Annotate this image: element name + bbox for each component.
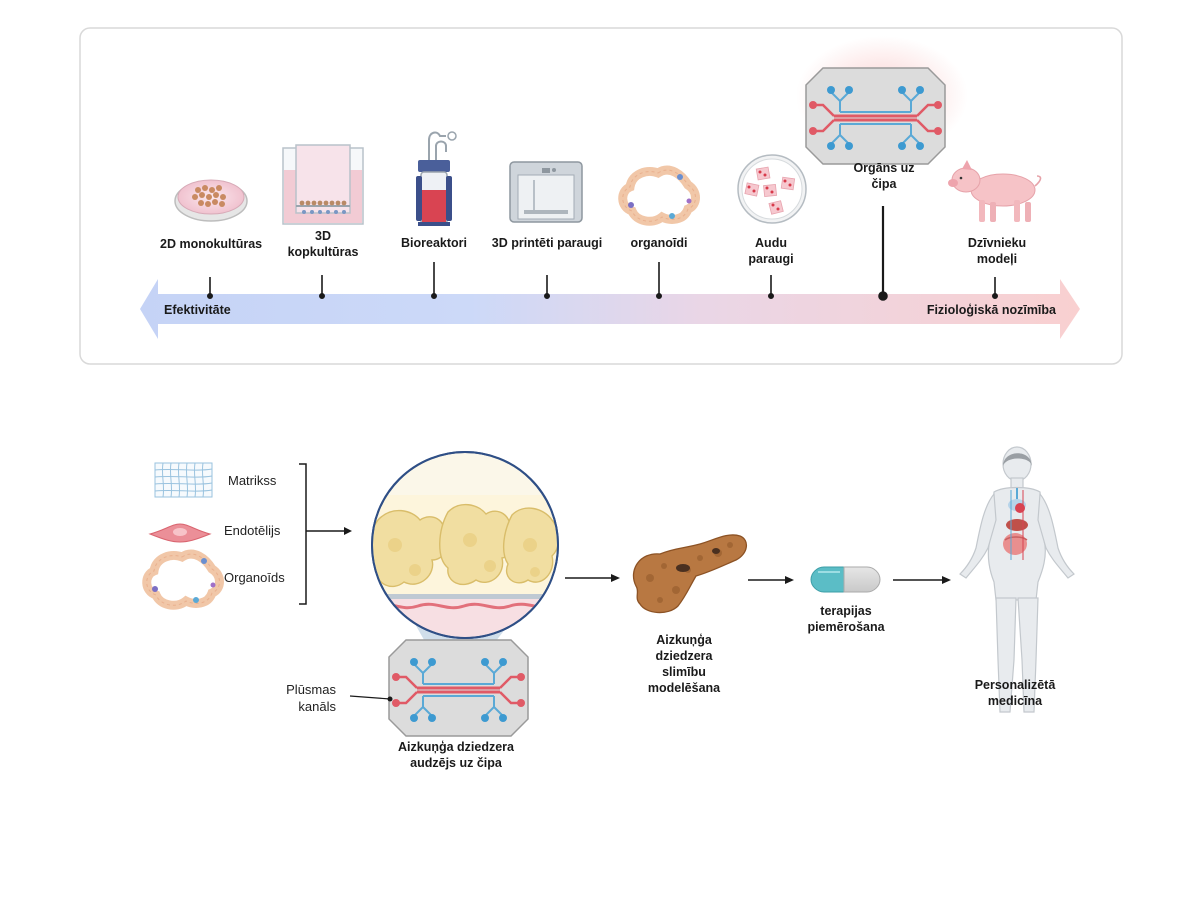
pill-icon	[810, 566, 881, 593]
label-organoids: organoīdi	[630, 236, 688, 250]
label-efficiency: Efektivitāte	[164, 303, 231, 317]
disease-modeling-caption: Aizkuņģa dziedzera slimību modelēšana	[647, 633, 721, 695]
label-bioreactors: Bioreaktori	[401, 236, 467, 250]
efficiency-relevance-arrow	[140, 279, 1080, 339]
timeline-ticks	[207, 206, 998, 301]
organ-on-chip-icon	[804, 66, 947, 166]
pig-icon	[948, 160, 1042, 222]
tumor-on-chip-icon	[387, 638, 530, 738]
personalized-medicine-caption: Personalizētā medicīna	[974, 678, 1056, 708]
pancreas-icon	[632, 534, 747, 614]
label-animal-models: Dzīvnieku modeļi	[967, 236, 1027, 266]
tissue-samples-icon	[737, 154, 807, 224]
label-physiological-relevance: Fizioloģiskā nozīmība	[926, 303, 1056, 317]
legend-matrix-label: Matrikss	[228, 473, 277, 488]
bioreactor-icon	[416, 131, 457, 226]
flow-channel-label: Plūsmas kanāls	[286, 682, 336, 714]
transwell-icon	[282, 144, 364, 225]
organoid-legend-icon	[147, 554, 220, 605]
legend-organoid-label: Organoīds	[224, 570, 285, 585]
label-3d-cocultures: 3D kopkultūras	[287, 229, 359, 259]
human-figure-icon	[959, 446, 1075, 713]
flow-arrows	[565, 574, 951, 584]
tumor-on-chip-caption: Aizkuņģa dziedzera audzējs uz čipa	[398, 740, 514, 770]
label-3d-printed-samples: 3D printēti paraugi	[491, 236, 603, 250]
endothelial-cell-icon	[148, 523, 212, 543]
legend-endothelium-label: Endotēlijs	[224, 523, 281, 538]
magnified-tissue-view	[371, 451, 559, 639]
legend-bracket	[299, 463, 352, 605]
petri-dish-icon	[174, 179, 248, 222]
matrix-grid-icon	[154, 462, 213, 498]
label-tissue-samples: Audu paraugi	[748, 236, 794, 266]
flow-channel-pointer	[349, 695, 393, 702]
label-organ-on-chip: Orgāns uz čipa	[853, 161, 915, 191]
label-2d-monocultures: 2D monokultūras	[160, 237, 263, 251]
therapy-caption: terapijas piemērošana	[807, 604, 885, 634]
3d-printer-icon	[509, 161, 583, 223]
